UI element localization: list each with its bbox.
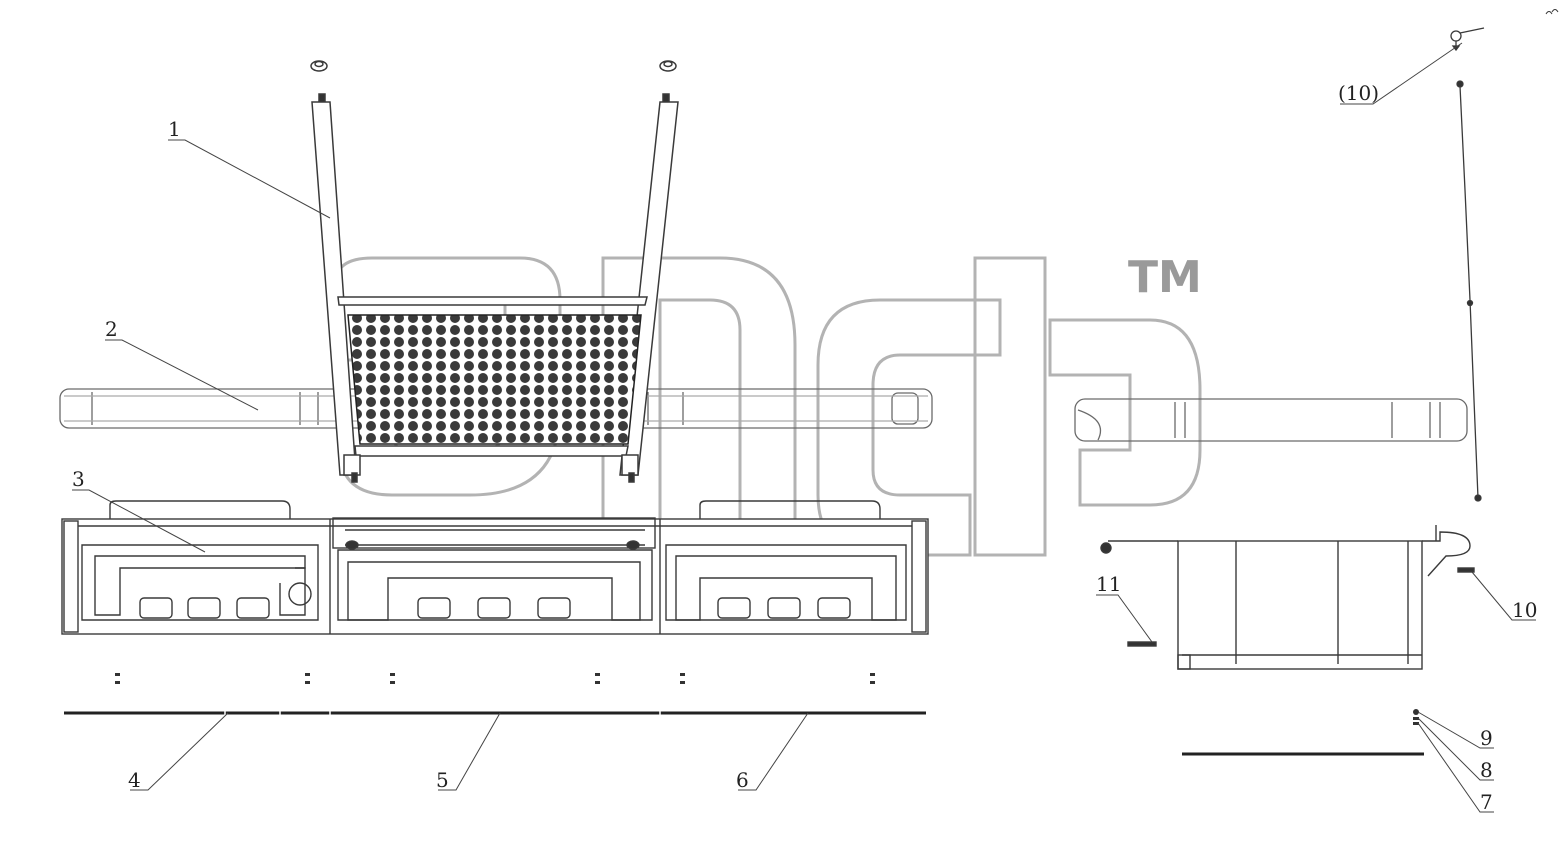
callout-9: 9 (1480, 726, 1493, 750)
callout-2: 2 (105, 317, 118, 341)
callout-6: 6 (736, 768, 749, 792)
leader-lines (72, 42, 1536, 813)
part-10-pin-and-cable (1450, 9, 1559, 502)
callout-10-side: 10 (1512, 598, 1537, 622)
trademark-label: TM (1128, 252, 1202, 303)
callout-11: 11 (1096, 572, 1121, 596)
part-2-tube-right (1074, 398, 1468, 442)
side-view-assembly (1100, 525, 1475, 670)
part-3-panel-assembly (61, 500, 929, 635)
strip-dividers (224, 710, 661, 716)
part-1-grille-frame (310, 60, 679, 483)
callout-5: 5 (436, 768, 449, 792)
washer-stack (1413, 709, 1419, 725)
callout-4: 4 (128, 768, 141, 792)
callout-3: 3 (72, 467, 85, 491)
fasteners-row (115, 673, 875, 684)
callout-7: 7 (1480, 790, 1493, 814)
callout-10-top: (10) (1338, 81, 1379, 105)
callout-1: 1 (168, 117, 181, 141)
callout-labels: 1 2 3 4 5 6 (10) 11 10 9 8 7 (72, 81, 1537, 814)
callout-8: 8 (1480, 758, 1493, 782)
